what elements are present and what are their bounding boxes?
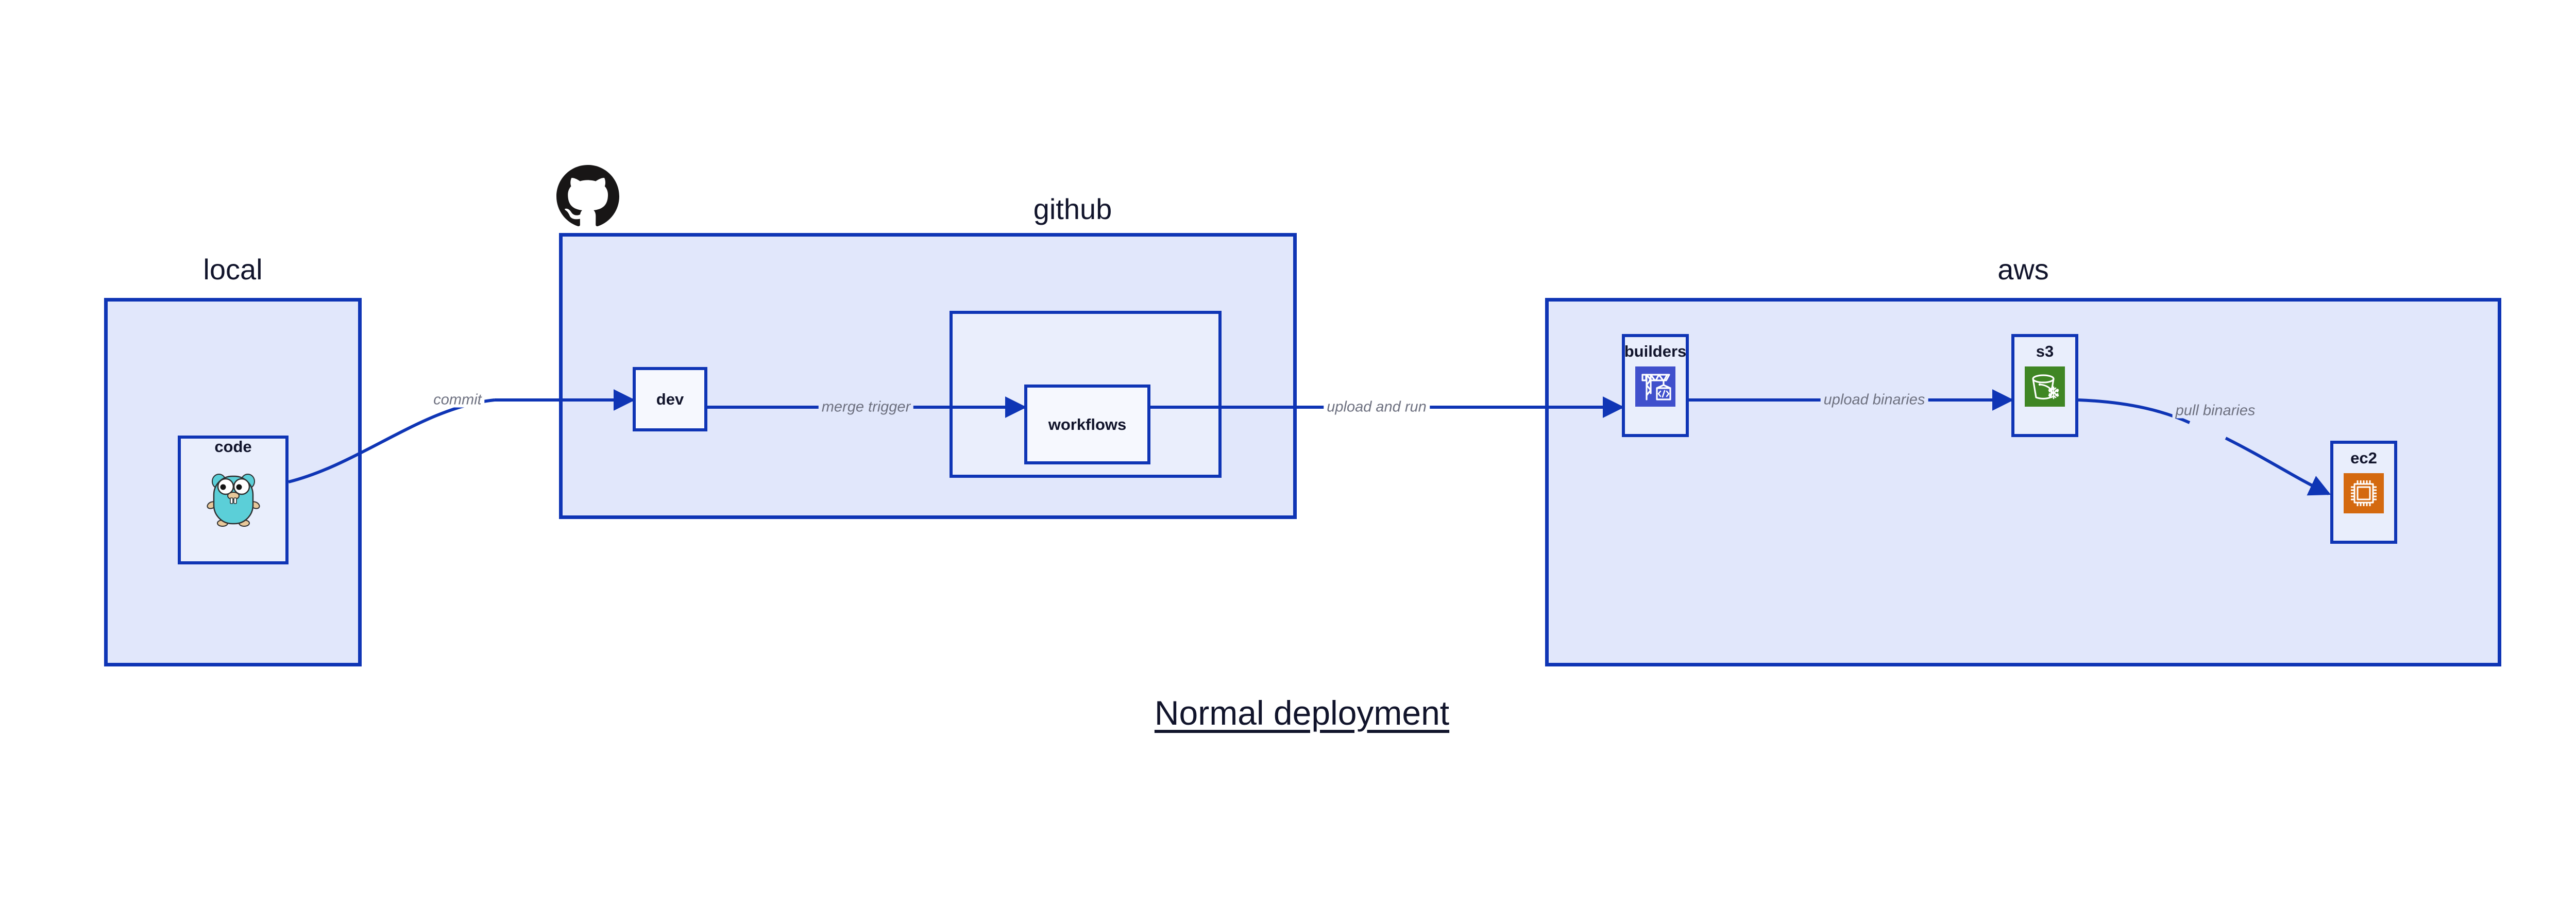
node-box-dev[interactable]: dev (633, 367, 707, 431)
page-title: Normal deployment (1154, 694, 1450, 732)
group-label-aws: aws (1997, 253, 2049, 286)
edge-label-merge-trigger: merge trigger (818, 399, 914, 415)
crane-code-icon (1635, 366, 1675, 409)
group-label-github: github (1033, 193, 1112, 225)
cpu-chip-icon (2344, 473, 2384, 516)
node-box-workflows[interactable]: workflows (1024, 385, 1150, 464)
node-box-code[interactable]: code (178, 436, 289, 564)
s3-bucket-glacier-icon (2025, 366, 2065, 409)
node-label-ec2: ec2 (2350, 449, 2377, 467)
node-label-code: code (214, 438, 252, 456)
edge-label-upload-and-run: upload and run (1324, 399, 1430, 415)
node-label-workflows: workflows (1048, 415, 1127, 433)
group-label-local: local (203, 253, 263, 286)
edge-label-upload-binaries: upload binaries (1820, 392, 1928, 408)
node-label-builders: builders (1624, 342, 1687, 360)
node-box-s3[interactable]: s3 (2011, 334, 2078, 437)
edge-label-commit: commit (430, 392, 485, 408)
edge-label-pull-binaries: pull binaries (2172, 403, 2259, 419)
node-box-ec2[interactable]: ec2 (2330, 441, 2397, 544)
go-gopher-icon (206, 464, 261, 529)
node-box-builders[interactable]: builders (1622, 334, 1689, 437)
github-octocat-logo (556, 165, 619, 230)
node-label-s3: s3 (2036, 342, 2054, 360)
node-label-dev: dev (656, 390, 684, 408)
